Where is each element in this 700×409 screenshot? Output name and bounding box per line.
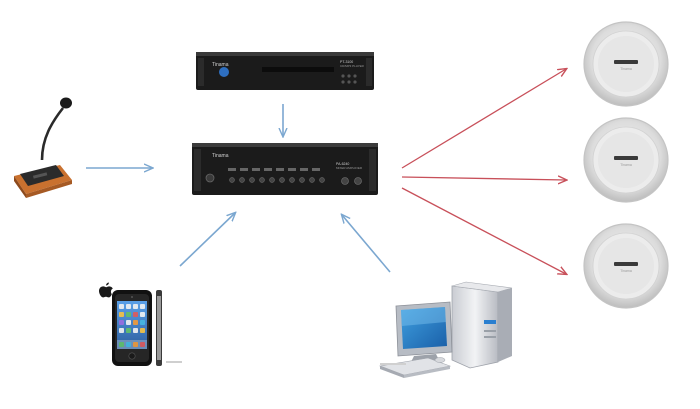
amp-brand: Tinama (212, 153, 229, 159)
speaker-logo: Tinama (620, 67, 632, 71)
player-brand: Tinama (212, 62, 229, 68)
amp-power-knob (205, 173, 215, 183)
output-arrows (401, 69, 566, 274)
apple-logo-icon (98, 282, 113, 298)
player-disc-slot (262, 67, 334, 72)
mixer-amplifier-unit: Tinama PA-6240 MIXER AMPLIFIER (192, 143, 378, 195)
arrow-amp-to-speaker-bottom (401, 187, 566, 274)
amp-channel-knobs (229, 177, 325, 183)
ceiling-speaker-bottom: Tinama (583, 223, 669, 309)
computer-icon (378, 281, 513, 378)
cd-player-unit: Tinama PT-3100 CD/MP3 PLAYER (196, 52, 374, 90)
speaker-logo: Tinama (620, 269, 632, 273)
arrow-computer-to-amp (342, 215, 391, 273)
player-subtitle: CD/MP3 PLAYER (340, 64, 365, 68)
amp-subtitle: MIXER AMPLIFIER (336, 166, 363, 170)
smartphone-icon (98, 282, 182, 366)
input-arrows (86, 104, 391, 273)
ceiling-speaker-middle: Tinama (583, 117, 669, 203)
amp-selector-switches (228, 168, 320, 171)
amp-model: PA-6240 (336, 162, 349, 166)
player-model: PT-3100 (340, 60, 353, 64)
player-power-led (219, 67, 229, 77)
arrow-amp-to-speaker-top (401, 69, 566, 169)
arrow-phone-to-amp (179, 213, 235, 267)
arrow-amp-to-speaker-middle (401, 177, 566, 180)
microphone-icon (14, 97, 72, 198)
speaker-logo: Tinama (620, 163, 632, 167)
ceiling-speaker-top: Tinama (583, 21, 669, 107)
